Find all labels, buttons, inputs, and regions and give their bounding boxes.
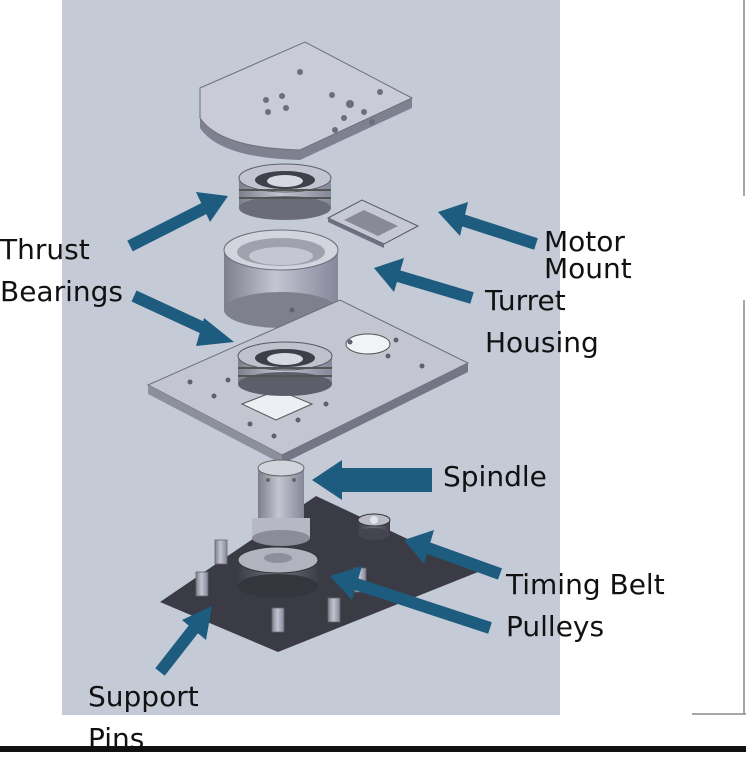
label-support-pins: Support Pins [88, 680, 199, 755]
label-spindle: Spindle [443, 460, 547, 493]
arrow-thrust-bearing-lower [131, 290, 234, 346]
arrow-turret-housing [374, 258, 474, 304]
page-bottom-border [0, 746, 746, 752]
arrow-motor-mount [438, 202, 538, 250]
label-turret-housing: Turret Housing [485, 284, 599, 359]
spindle [252, 459, 310, 546]
arrow-small-pulley [404, 530, 503, 580]
arrow-thrust-bearing-upper [127, 192, 228, 252]
arrow-large-pulley [330, 566, 492, 634]
upper-thrust-bearing [238, 163, 332, 220]
large-timing-pulley [237, 546, 319, 598]
label-timing-belt-pulleys: Timing Belt Pulleys [506, 568, 665, 643]
label-thrust-bearings: Thrust Bearings [0, 233, 123, 308]
arrow-spindle [312, 460, 432, 500]
arrow-support-pins [155, 606, 212, 676]
bottom-plate [160, 496, 478, 652]
small-timing-pulley [357, 513, 391, 540]
turret-housing [223, 229, 339, 328]
top-turret-plate [199, 41, 414, 160]
lower-thrust-bearing [237, 341, 333, 396]
motor-mount-bracket [326, 199, 420, 248]
label-motor-mount: Motor Mount [544, 225, 632, 285]
